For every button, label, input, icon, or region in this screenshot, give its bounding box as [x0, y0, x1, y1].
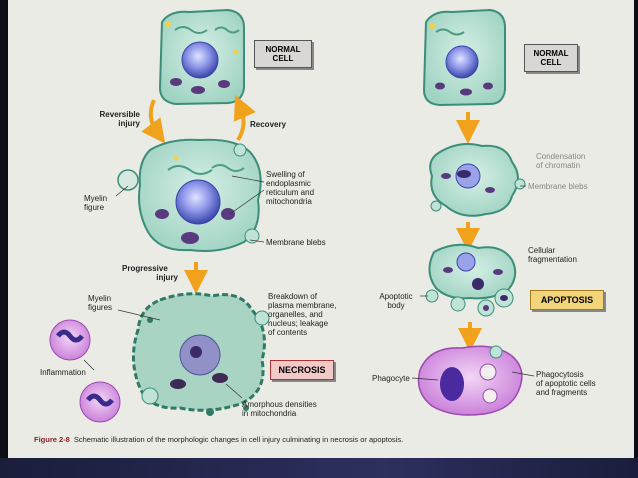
- fragmentation-line1: Cellular: [528, 246, 556, 255]
- fragmentation-line2: fragmentation: [528, 255, 577, 264]
- condensation-line1: Condensation: [536, 152, 586, 161]
- normal-cell-right: [422, 8, 507, 107]
- amorphous-line1: Amorphous densities: [242, 400, 317, 409]
- reversible-injury-arrow: [141, 99, 166, 144]
- swelling-line1: Swelling of: [266, 170, 305, 179]
- normal-cell-right-line2: CELL: [540, 58, 562, 67]
- inflammatory-cells: [49, 319, 121, 423]
- membrane-blebs-left-label: Membrane blebs: [266, 238, 326, 247]
- normal-cell-left-line1: NORMAL: [265, 45, 301, 54]
- recovery-label: Recovery: [250, 120, 287, 129]
- phagocytosis-line3: and fragments: [536, 388, 588, 397]
- breakdown-line2: plasma membrane,: [268, 301, 337, 310]
- recovery-arrow: [233, 95, 256, 142]
- normal-cell-left-line2: CELL: [272, 54, 294, 63]
- reversible-line1: Reversible: [99, 110, 140, 119]
- myelin-figures-line1: Myelin: [88, 294, 112, 303]
- myelin-figure-line1: Myelin: [84, 194, 108, 203]
- reversible-line2: injury: [118, 119, 140, 128]
- progressive-line2: injury: [156, 273, 178, 282]
- leader-lines: [83, 175, 535, 399]
- swelling-line3: reticulum and: [266, 188, 315, 197]
- phagocyte-cell: [417, 345, 523, 416]
- figure-caption-text: Schematic illustration of the morphologi…: [73, 435, 404, 444]
- myelin-figure-line2: figure: [84, 203, 105, 212]
- breakdown-line4: nucleus; leakage: [268, 319, 329, 328]
- condensed-cell: [429, 143, 526, 217]
- breakdown-label: Breakdown of plasma membrane, organelles…: [268, 292, 336, 337]
- amorphous-line2: in mitochondria: [242, 409, 297, 418]
- myelin-figures-line2: figures: [88, 303, 113, 312]
- apoptosis-label: APOPTOSIS: [530, 290, 604, 310]
- necrosis-label: NECROSIS: [270, 360, 334, 380]
- normal-cell-left: [158, 8, 246, 106]
- breakdown-line5: of contents: [268, 328, 308, 337]
- inflammation-label: Inflammation: [40, 368, 86, 377]
- swelling-label: Swelling of endoplasmic reticulum and mi…: [266, 170, 314, 206]
- normal-cell-right-line1: NORMAL: [533, 49, 569, 58]
- membrane-blebs-right-label: Membrane blebs: [528, 182, 588, 191]
- progressive-line1: Progressive: [122, 264, 168, 273]
- textbook-page: [8, 0, 634, 458]
- swelling-line4: mitochondria: [266, 197, 312, 206]
- breakdown-line3: organelles, and: [268, 310, 323, 319]
- necrotic-cell: [132, 292, 270, 416]
- apoptotic-body-line1: Apoptotic: [379, 292, 413, 301]
- phagocytosis-line1: Phagocytosis: [536, 370, 584, 379]
- apoptotic-body-line2: body: [387, 301, 405, 310]
- phagocytosis-label: Phagocytosis of apoptotic cells and frag…: [536, 370, 596, 397]
- phagocytosis-line2: of apoptotic cells: [536, 379, 596, 388]
- swelling-line2: endoplasmic: [266, 179, 311, 188]
- myelin-figure-bleb: [117, 169, 139, 191]
- phagocyte-label: Phagocyte: [372, 374, 410, 383]
- condensation-line2: of chromatin: [536, 161, 581, 170]
- figure-number: Figure 2-8: [34, 435, 70, 444]
- screen-bottom-bar: [0, 458, 638, 478]
- fragmenting-cell: [425, 243, 517, 317]
- swollen-cell: [117, 138, 262, 252]
- breakdown-line1: Breakdown of: [268, 292, 317, 301]
